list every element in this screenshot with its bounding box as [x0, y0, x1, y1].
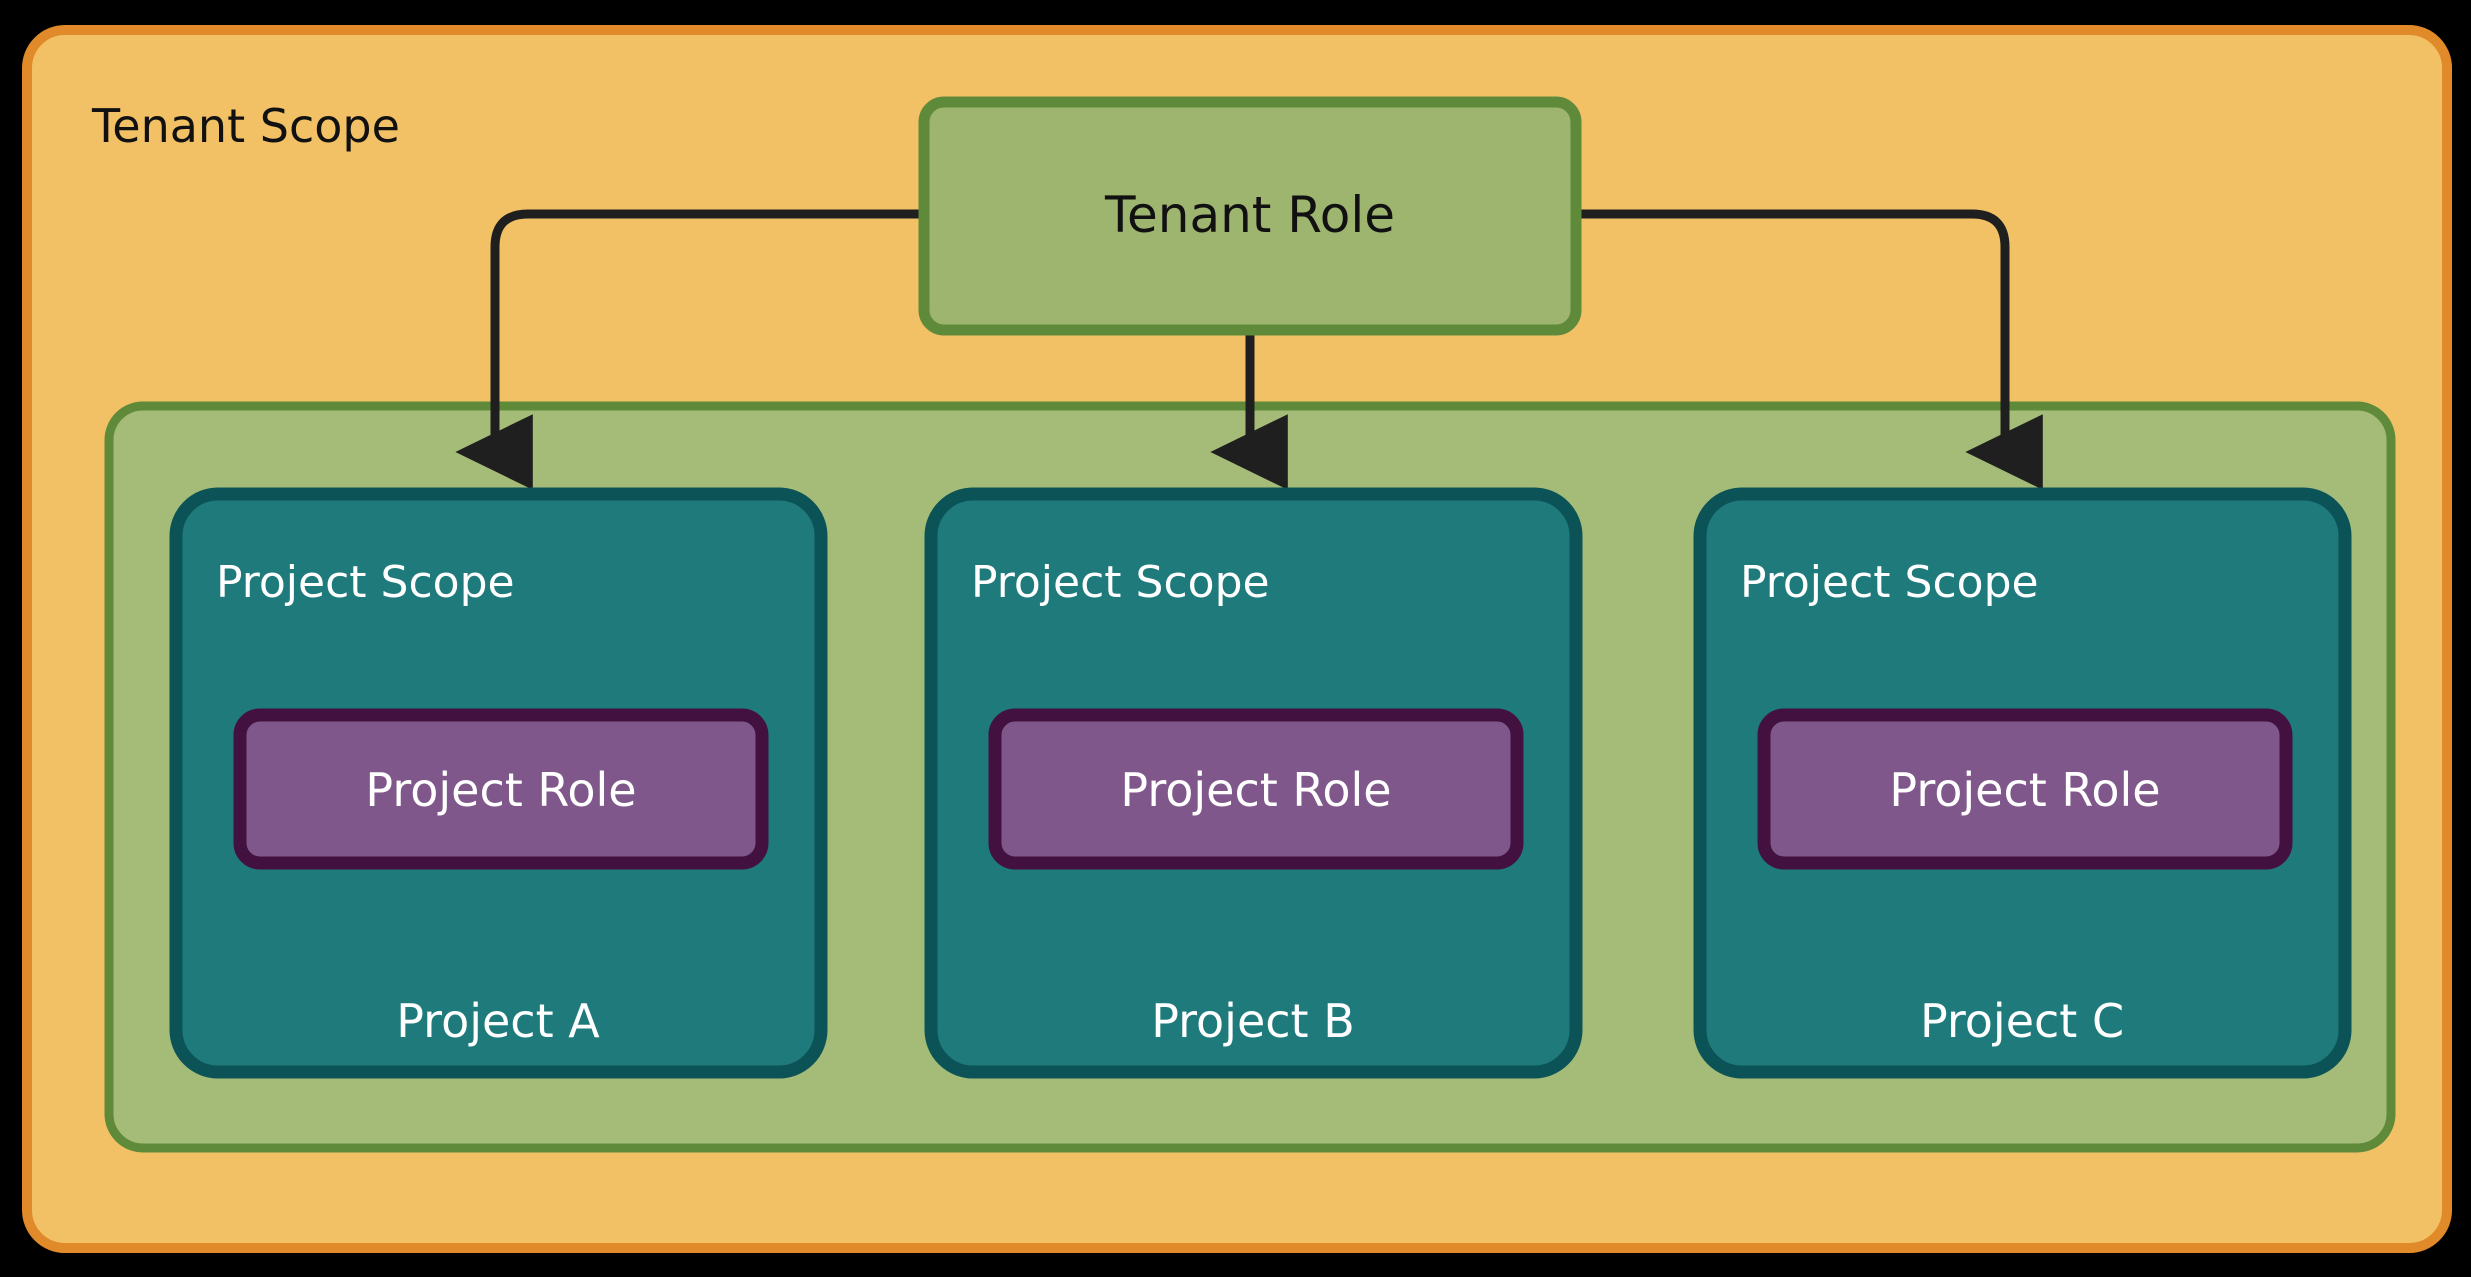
tenant-role-node[interactable]: Tenant Role — [918, 96, 1582, 336]
tenant-role-rect[interactable] — [918, 96, 1582, 336]
tenant-scope-label: Tenant Scope — [91, 99, 400, 153]
project-scope-a[interactable]: Project Scope Project Role Project A — [169, 487, 828, 1079]
project-role-b[interactable]: Project Role — [988, 708, 1524, 870]
edges-group — [455, 209, 2043, 490]
edge-tenant-role-to-project-a — [455, 209, 925, 490]
project-c-role-rect[interactable] — [1757, 708, 2293, 870]
project-role-a[interactable]: Project Role — [233, 708, 769, 870]
tenant-role-label: Tenant Role — [1104, 186, 1395, 244]
project-a-role-label: Project Role — [365, 763, 636, 817]
project-c-name-label: Project C — [1920, 994, 2124, 1048]
project-c-role-label: Project Role — [1889, 763, 2160, 817]
project-role-c[interactable]: Project Role — [1757, 708, 2293, 870]
project-c-scope-label: Project Scope — [1740, 557, 2039, 608]
edge-tenant-role-to-project-c — [1575, 209, 2043, 490]
project-b-role-rect[interactable] — [988, 708, 1524, 870]
project-b-role-label: Project Role — [1120, 763, 1391, 817]
project-a-role-rect[interactable] — [233, 708, 769, 870]
project-scope-c[interactable]: Project Scope Project Role Project C — [1693, 487, 2352, 1079]
project-a-scope-label: Project Scope — [216, 557, 515, 608]
project-b-name-label: Project B — [1151, 994, 1355, 1048]
project-scope-b[interactable]: Project Scope Project Role Project B — [924, 487, 1583, 1079]
project-b-scope-label: Project Scope — [971, 557, 1270, 608]
project-a-name-label: Project A — [396, 994, 600, 1048]
